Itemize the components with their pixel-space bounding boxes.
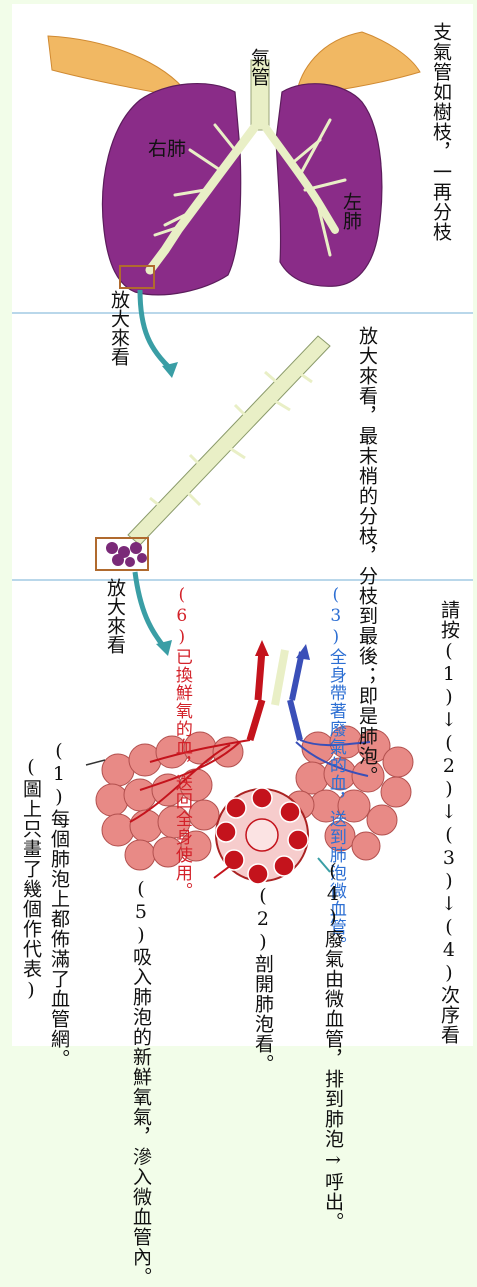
alveoli-right-cluster xyxy=(285,725,414,861)
zoom-label-1: 放大來看 xyxy=(107,290,130,366)
illustration xyxy=(47,31,421,885)
caption-step5: (5)吸入肺泡的新鮮氧氣，滲入微血管內。 xyxy=(129,878,152,1287)
arrow-step5 xyxy=(213,865,231,879)
caption-order-hint: 請按(1)↓(2)↓(3)↓(4)次序看 xyxy=(437,600,460,1045)
caption-step4: (4)廢氣由微血管，排到肺泡→呼出。 xyxy=(321,860,344,1232)
caption-step6: (6)已換鮮氧的血，送回全身使用。 xyxy=(171,585,192,900)
zoom-label-2: 放大來看 xyxy=(103,578,126,654)
caption-step3: (3)全身帶著廢氣的血，送到肺泡微血管。 xyxy=(325,585,346,954)
section-divider-1 xyxy=(12,312,473,314)
caption-top-right: 支氣管如樹枝，一再分枝 xyxy=(429,22,452,242)
left-lung-label: 左肺 xyxy=(339,192,362,230)
section-divider-2 xyxy=(12,579,473,581)
trachea-label: 氣管 xyxy=(247,48,270,86)
right-lung-shape xyxy=(101,83,242,296)
right-lung-label: 右肺 xyxy=(148,138,187,160)
bronchiole-tip xyxy=(271,649,289,706)
zoom-arrow-1 xyxy=(137,289,174,372)
arrow-step4 xyxy=(317,857,331,873)
cut-alveolus xyxy=(215,787,309,885)
caption-step1-note: (圖上只畫了幾個作代表) xyxy=(19,756,42,1002)
artery-red xyxy=(246,649,266,742)
caption-middle-right: 放大來看，最末梢的分枝，分枝到最後；即是肺泡。 xyxy=(355,326,378,786)
vein-blue xyxy=(287,651,305,741)
caption-step2: (2)剖開肺泡看。 xyxy=(251,885,274,1074)
bronchiole-shape xyxy=(127,335,331,546)
zoom-box-1 xyxy=(119,265,155,289)
caption-step1: (1)每個肺泡上都佈滿了血管網。 xyxy=(47,740,70,1069)
zoom-arrow-2 xyxy=(132,571,167,650)
arrow-step1 xyxy=(85,759,106,766)
zoom-box-2 xyxy=(95,537,149,571)
